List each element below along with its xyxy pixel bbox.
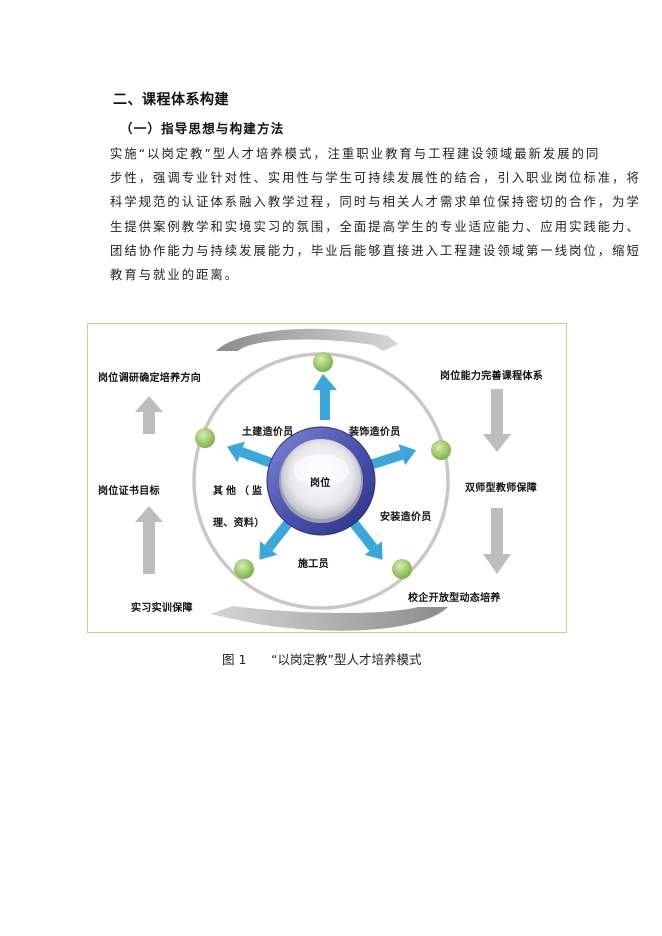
role-civil-cost: 土建造价员 — [242, 427, 294, 438]
paragraph-line: 生提供案例教学和实境实习的氛围，全面提高学生的专业适应能力、应用实践能力、 — [110, 219, 641, 234]
paragraph-line: 步性，强调专业针对性、实用性与学生可持续发展性的结合，引入职业岗位标准，将 — [110, 171, 641, 186]
role-other-line1: 其他（监 — [213, 486, 265, 497]
orbit-nodes — [195, 352, 451, 579]
diagram-graphics — [135, 328, 511, 631]
hub-label: 岗位 — [310, 478, 331, 489]
role-construction: 施工员 — [298, 559, 329, 570]
right-down-arrows — [483, 389, 511, 574]
role-other-line2: 理、资料） — [213, 518, 265, 529]
subsection-heading: （一）指导思想与构建方法 — [120, 121, 285, 136]
paragraph-line: 实施“以岗定教”型人才培养模式，注重职业教育与工程建设领域最新发展的同 — [110, 147, 601, 161]
section-heading: 二、课程体系构建 — [113, 92, 229, 108]
cycle-step-dual-teacher: 双师型教师保障 — [465, 483, 538, 494]
body-paragraph: 实施“以岗定教”型人才培养模式，注重职业教育与工程建设领域最新发展的同 步性，强… — [110, 142, 641, 287]
role-decoration-cost: 装饰造价员 — [349, 427, 401, 438]
cycle-step-internship: 实习实训保障 — [131, 603, 193, 614]
paragraph-line: 团结协作能力与持续发展能力，毕业后能够直接进入工程建设领域第一线岗位，缩短 — [110, 243, 641, 258]
figure-caption-number: 图 1 — [222, 652, 247, 667]
cycle-arrow-bottom — [210, 606, 448, 631]
paragraph-line: 科学规范的认证体系融入教学过程，同时与相关人才需求单位保持密切的合作，为学 — [110, 195, 641, 210]
cycle-step-school-enterprise: 校企开放型动态培养 — [408, 593, 501, 604]
figure-caption-title: “以岗定教”型人才培养模式 — [271, 652, 422, 667]
hub — [266, 426, 376, 536]
cycle-step-research: 岗位调研确定培养方向 — [98, 373, 201, 384]
left-up-arrows — [135, 396, 163, 574]
cycle-step-certificate: 岗位证书目标 — [98, 486, 160, 497]
paragraph-line: 教育与就业的距离。 — [110, 268, 240, 283]
role-installation-cost: 安装造价员 — [380, 512, 432, 523]
role-arrows — [227, 374, 417, 560]
cycle-step-curriculum: 岗位能力完善课程体系 — [440, 371, 543, 382]
cycle-arrow-top — [216, 328, 398, 351]
training-model-diagram: 岗位 土建造价员 装饰造价员 安装造价员 施工员 其他（监 理、资料） 岗位调研… — [87, 323, 567, 633]
